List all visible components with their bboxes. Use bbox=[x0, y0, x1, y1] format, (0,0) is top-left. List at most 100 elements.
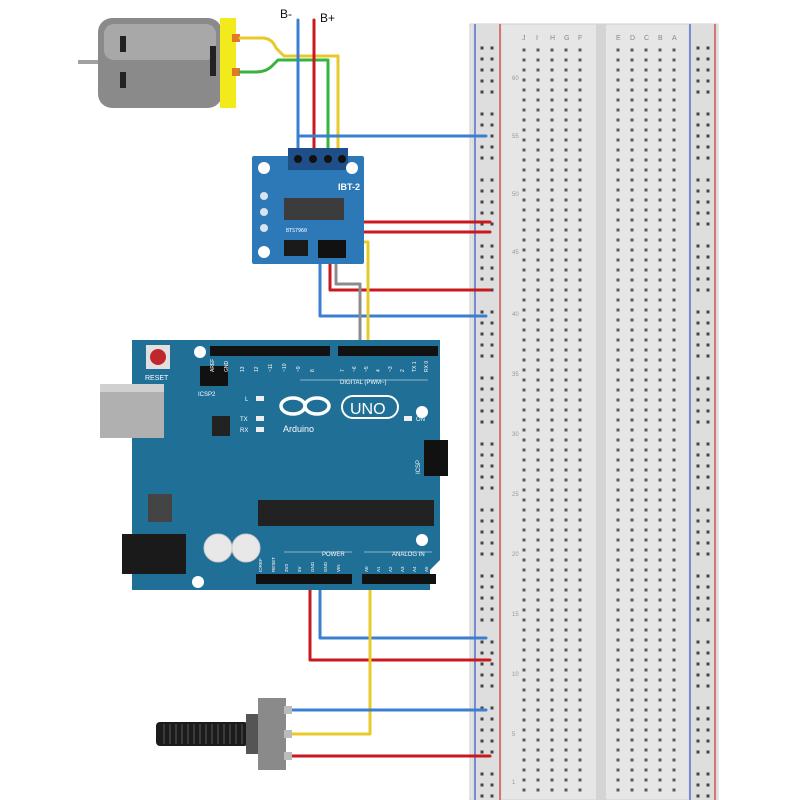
bb-hole bbox=[616, 88, 620, 92]
bb-hole bbox=[564, 618, 568, 622]
bb-hole bbox=[550, 728, 554, 732]
rail-hole bbox=[490, 244, 494, 248]
bb-hole bbox=[658, 228, 662, 232]
wire-5v bbox=[308, 572, 492, 662]
rail-hole bbox=[490, 79, 494, 83]
bb-hole bbox=[564, 268, 568, 272]
usb-chip bbox=[212, 416, 230, 436]
bb-hole bbox=[672, 708, 676, 712]
rail-hole bbox=[490, 68, 494, 72]
bb-hole bbox=[616, 618, 620, 622]
rail-hole bbox=[490, 442, 494, 446]
bb-hole bbox=[578, 78, 582, 82]
bb-hole bbox=[672, 458, 676, 462]
bb-hole bbox=[522, 208, 526, 212]
bb-hole bbox=[578, 328, 582, 332]
bb-hole bbox=[630, 328, 634, 332]
rail-hole bbox=[480, 552, 484, 556]
analog-label: ANALOG IN bbox=[392, 552, 425, 558]
bb-hole bbox=[550, 678, 554, 682]
rail-hole bbox=[490, 739, 494, 743]
bb-hole bbox=[578, 238, 582, 242]
bb-hole bbox=[550, 288, 554, 292]
bb-hole bbox=[672, 108, 676, 112]
bb-hole bbox=[672, 528, 676, 532]
rail-hole bbox=[490, 662, 494, 666]
bb-hole bbox=[536, 508, 540, 512]
bb-hole bbox=[564, 658, 568, 662]
bb-hole bbox=[522, 608, 526, 612]
bb-hole bbox=[630, 518, 634, 522]
bb-hole bbox=[630, 658, 634, 662]
bb-hole bbox=[536, 428, 540, 432]
bb-hole bbox=[536, 438, 540, 442]
bb-hole bbox=[550, 178, 554, 182]
bb-hole bbox=[564, 218, 568, 222]
bb-hole bbox=[630, 788, 634, 792]
bb-hole bbox=[616, 708, 620, 712]
rail-hole bbox=[706, 156, 710, 160]
rail-hole bbox=[490, 794, 494, 798]
rail-hole bbox=[696, 398, 700, 402]
bb-hole bbox=[536, 288, 540, 292]
bb-hole bbox=[564, 128, 568, 132]
rail-hole bbox=[696, 409, 700, 413]
bb-hole bbox=[616, 788, 620, 792]
bb-hole bbox=[672, 118, 676, 122]
reset-button-cap[interactable] bbox=[150, 349, 166, 365]
bb-hole bbox=[522, 328, 526, 332]
bb-hole bbox=[672, 658, 676, 662]
bb-hole bbox=[522, 548, 526, 552]
bb-hole bbox=[550, 768, 554, 772]
bb-hole bbox=[578, 288, 582, 292]
bb-hole bbox=[564, 748, 568, 752]
bb-hole bbox=[564, 278, 568, 282]
rail-hole bbox=[696, 376, 700, 380]
led-on bbox=[404, 416, 412, 421]
bb-hole bbox=[630, 588, 634, 592]
bb-hole bbox=[658, 528, 662, 532]
bb-hole bbox=[630, 148, 634, 152]
bb-hole bbox=[630, 508, 634, 512]
mounting-hole bbox=[416, 406, 428, 418]
bb-hole bbox=[578, 258, 582, 262]
row-number: 45 bbox=[512, 250, 519, 256]
bb-hole bbox=[644, 748, 648, 752]
bb-hole bbox=[522, 618, 526, 622]
breadboard: J I H G F E D C B A 60 55 50 45 40 35 30… bbox=[469, 23, 719, 800]
bb-hole bbox=[644, 128, 648, 132]
bb-hole bbox=[644, 768, 648, 772]
rail-hole bbox=[490, 112, 494, 116]
bb-hole bbox=[672, 258, 676, 262]
bb-hole bbox=[564, 328, 568, 332]
rail-hole bbox=[706, 717, 710, 721]
bb-hole bbox=[536, 478, 540, 482]
bb-hole bbox=[564, 438, 568, 442]
rail-hole bbox=[490, 332, 494, 336]
bb-hole bbox=[522, 718, 526, 722]
bb-hole bbox=[564, 318, 568, 322]
icsp2-label: ICSP2 bbox=[198, 392, 216, 398]
bb-hole bbox=[616, 468, 620, 472]
rail-hole bbox=[706, 277, 710, 281]
bb-hole bbox=[658, 98, 662, 102]
bb-hole bbox=[616, 368, 620, 372]
bb-hole bbox=[672, 688, 676, 692]
led-tx bbox=[256, 416, 264, 421]
bb-hole bbox=[536, 458, 540, 462]
bb-hole bbox=[536, 598, 540, 602]
bb-hole bbox=[578, 268, 582, 272]
column-letters: J I H G F E D C B A bbox=[522, 35, 677, 42]
bb-hole bbox=[644, 288, 648, 292]
bb-hole bbox=[578, 518, 582, 522]
bb-hole bbox=[536, 238, 540, 242]
bb-hole bbox=[578, 618, 582, 622]
rail-hole bbox=[706, 178, 710, 182]
bb-hole bbox=[564, 728, 568, 732]
bb-hole bbox=[522, 578, 526, 582]
led-label: TX bbox=[240, 417, 248, 423]
rail-hole bbox=[490, 321, 494, 325]
rail-hole bbox=[706, 739, 710, 743]
bb-hole bbox=[658, 408, 662, 412]
bb-hole bbox=[658, 188, 662, 192]
